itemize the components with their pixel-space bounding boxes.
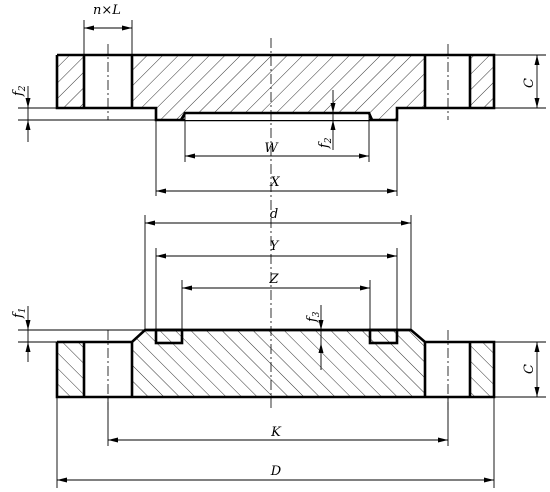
- f2-top-label: f2: [11, 85, 28, 97]
- X-label: X: [269, 175, 280, 190]
- bottom-flange: d Y Z f3 f1 C: [11, 200, 546, 488]
- d-label: d: [270, 207, 278, 222]
- Z-label: Z: [268, 272, 279, 287]
- top-right-lug-section: [470, 55, 494, 108]
- bottom-body-section: [132, 330, 425, 397]
- bolt-hole-label: n×L: [93, 3, 121, 18]
- D-label: D: [270, 464, 282, 479]
- f1-label: f1: [11, 307, 28, 319]
- top-body-section: [132, 55, 425, 120]
- thickness-C-bottom-label: C: [522, 364, 537, 374]
- f3-label: f3: [305, 311, 322, 323]
- bottom-left-lug-section: [57, 342, 84, 397]
- Y-label: Y: [270, 239, 280, 254]
- W-label: W: [264, 141, 279, 156]
- f2-inner-label: f2: [317, 137, 334, 149]
- bottom-right-lug-section: [470, 342, 494, 397]
- thickness-C-top-label: C: [522, 78, 537, 88]
- top-left-lug-section: [57, 55, 84, 108]
- K-label: K: [270, 425, 282, 440]
- top-flange: n×L C f2 f2 W X: [11, 3, 546, 200]
